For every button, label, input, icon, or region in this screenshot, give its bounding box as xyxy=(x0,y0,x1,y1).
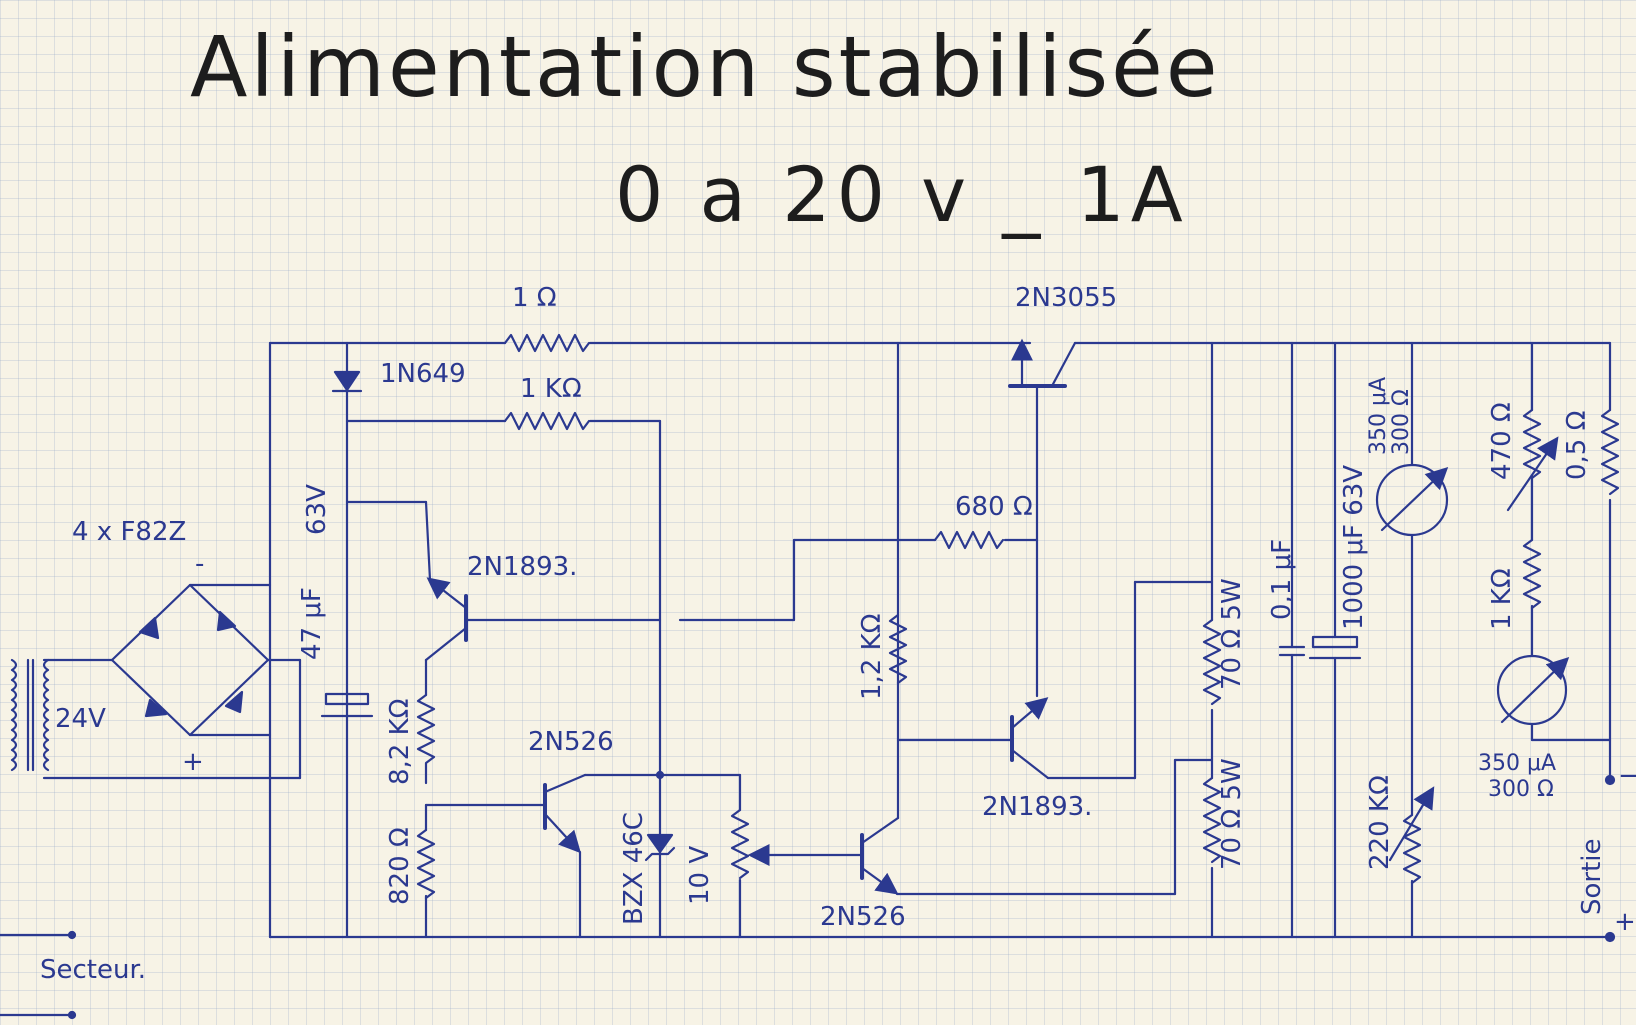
resistor-0-5 xyxy=(1600,408,1620,496)
label-r-8k2: 8,2 KΩ xyxy=(385,698,415,785)
label-bridge: 4 x F82Z xyxy=(72,517,186,547)
label-out-plus: + xyxy=(1614,907,1636,937)
meter-b xyxy=(1496,654,1612,742)
label-r-220k: 220 KΩ xyxy=(1365,775,1395,870)
label-meter-b-2: 300 Ω xyxy=(1488,777,1554,802)
output-terminal-plus xyxy=(1604,931,1616,943)
capacitor-0-1uf xyxy=(1278,341,1306,939)
label-d-1n649: 1N649 xyxy=(380,359,466,389)
label-r-1k: 1 KΩ xyxy=(520,374,582,404)
resistor-70-lower xyxy=(1202,776,1222,864)
transformer xyxy=(10,658,302,780)
resistor-1k2 xyxy=(888,613,908,685)
label-bridge-minus: - xyxy=(195,549,204,579)
capacitor-47uf xyxy=(320,692,374,718)
label-out-minus: − xyxy=(1618,761,1636,791)
page-title: Alimentation stabilisée xyxy=(190,18,1221,116)
label-r-1k2: 1,2 KΩ xyxy=(857,613,887,700)
resistor-1-ohm xyxy=(503,333,591,353)
label-q-2n3055: 2N3055 xyxy=(1015,283,1117,313)
output-terminal-minus xyxy=(1604,774,1616,786)
label-sortie: Sortie xyxy=(1577,838,1607,915)
label-q-2n526-a: 2N526 xyxy=(528,727,614,757)
label-c-47uf: 47 μF xyxy=(297,587,327,660)
label-secteur: Secteur. xyxy=(40,955,146,985)
resistor-470 xyxy=(1522,408,1542,480)
transistor-2n1893-lower xyxy=(896,580,1214,780)
label-zener: BZX 46C xyxy=(619,812,649,925)
label-transfo-v: 24V xyxy=(55,704,106,734)
transistor-2n526-center xyxy=(860,341,1177,896)
page-subtitle: 0 a 20 v _ 1A xyxy=(615,150,1189,239)
resistor-820 xyxy=(416,828,436,900)
capacitor-1000uf xyxy=(1308,341,1362,939)
label-r-820: 820 Ω xyxy=(385,827,415,905)
label-bridge-plus: + xyxy=(182,747,204,777)
resistor-1k xyxy=(503,411,591,431)
label-q-2n1893-a: 2N1893. xyxy=(467,552,577,582)
label-r-680: 680 Ω xyxy=(955,492,1033,522)
zener-bzx46c xyxy=(644,770,676,862)
bridge-rectifier xyxy=(110,583,302,780)
label-meter-a-1: 350 μA xyxy=(1366,377,1391,455)
label-r-sense: 1 Ω xyxy=(512,283,557,313)
resistor-8k2 xyxy=(416,693,436,785)
diode-1n649 xyxy=(333,370,361,392)
label-meter-a-2: 300 Ω xyxy=(1389,389,1414,455)
meter-a xyxy=(1375,341,1449,817)
label-r-1k-b: 1 KΩ xyxy=(1487,568,1517,630)
label-meter-b-1: 350 μA xyxy=(1478,751,1556,776)
label-c-01uf: 0,1 μF xyxy=(1267,539,1297,620)
label-r-70a: 70 Ω 5W xyxy=(1217,578,1247,690)
resistor-680 xyxy=(933,530,1005,550)
label-r-470: 470 Ω xyxy=(1487,402,1517,480)
label-q-2n1893-b: 2N1893. xyxy=(982,792,1092,822)
label-r-05: 0,5 Ω xyxy=(1562,411,1592,480)
label-c-63v: 63V xyxy=(302,484,332,535)
label-r-70b: 70 Ω 5W xyxy=(1217,758,1247,870)
label-zener-v: 10 V xyxy=(685,846,715,905)
potentiometer xyxy=(730,773,864,939)
transistor-2n1893-upper xyxy=(345,500,796,697)
label-q-2n526-b: 2N526 xyxy=(820,902,906,932)
label-c-1000uf: 1000 μF 63V xyxy=(1339,465,1369,630)
resistor-70-upper xyxy=(1202,618,1222,706)
resistor-1k-right xyxy=(1522,538,1542,610)
